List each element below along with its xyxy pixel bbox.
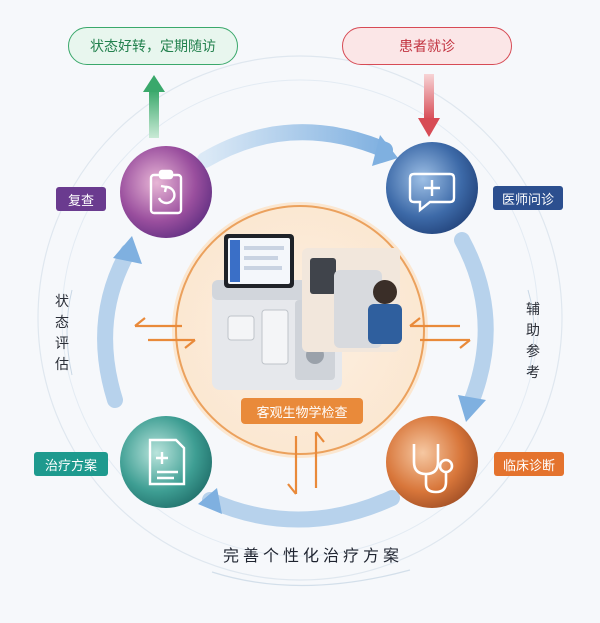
personalized-plan-label: 完善个性化治疗方案 xyxy=(222,546,403,565)
doctor-consult-tag: 医师问诊 xyxy=(493,186,563,210)
recheck-tag: 复查 xyxy=(56,187,106,211)
objective-exam-tag: 客观生物学检查 xyxy=(241,398,363,424)
red-down-arrow-head xyxy=(418,118,440,137)
treatment-plan-tag: 治疗方案 xyxy=(34,452,108,476)
arc-bottom xyxy=(211,569,411,587)
arrow-left-head xyxy=(113,236,142,264)
arc-right xyxy=(527,289,535,376)
node-recheck-image xyxy=(120,146,212,238)
arrow-left xyxy=(97,244,136,408)
followup-pill: 状态好转，定期随访 xyxy=(68,27,238,65)
orange-arrows-down xyxy=(287,431,325,495)
state-assessment-label: 状 态 评 估 xyxy=(52,292,72,376)
orange-arrows-left xyxy=(134,317,196,349)
arrow-top-head xyxy=(372,135,398,166)
green-up-arrow-head xyxy=(143,75,165,92)
arrow-bottom-head xyxy=(198,488,222,514)
outer-ring xyxy=(37,55,563,581)
node-diagnosis-image xyxy=(386,416,478,508)
auxiliary-reference-label: 辅 助 参 考 xyxy=(523,300,543,384)
node-doctor-image xyxy=(386,142,478,234)
auxiliary-reference-char: 考 xyxy=(526,365,540,381)
arrow-right xyxy=(454,232,494,413)
state-assessment-char: 估 xyxy=(55,357,69,373)
auxiliary-reference-char: 辅 xyxy=(526,302,540,318)
arrow-right-head xyxy=(458,395,486,422)
auxiliary-reference-char: 助 xyxy=(526,323,540,339)
arc-left xyxy=(66,289,73,376)
mid-ring xyxy=(61,79,539,557)
clipboard-refresh-icon xyxy=(149,169,183,215)
green-up-arrow-shaft xyxy=(149,90,159,138)
arrow-top xyxy=(197,124,393,168)
arrow-bottom xyxy=(202,490,400,528)
clinical-diagnosis-tag: 临床诊断 xyxy=(494,452,564,476)
state-assessment-char: 态 xyxy=(55,315,69,331)
prescription-document-icon xyxy=(148,438,186,486)
stethoscope-icon xyxy=(412,444,454,494)
state-assessment-char: 评 xyxy=(55,336,69,352)
patient-photo xyxy=(302,248,402,352)
medical-chat-icon xyxy=(408,172,456,213)
red-down-arrow-shaft xyxy=(424,74,434,120)
center-ring xyxy=(175,205,425,455)
auxiliary-reference-char: 参 xyxy=(526,344,540,360)
state-assessment-char: 状 xyxy=(55,294,69,310)
node-plan-image xyxy=(120,416,212,508)
patient-visit-pill: 患者就诊 xyxy=(342,27,512,65)
orange-arrows-right xyxy=(409,317,471,349)
